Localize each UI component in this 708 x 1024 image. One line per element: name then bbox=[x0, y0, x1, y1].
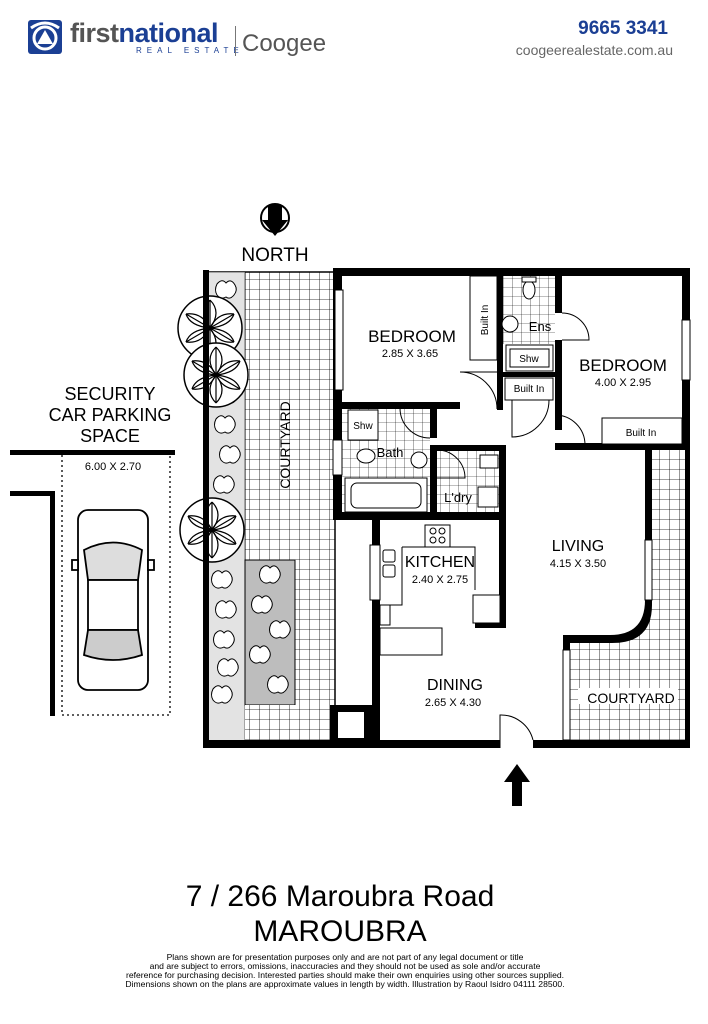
entrance-arrow-icon bbox=[504, 764, 530, 806]
bedroom2-label: BEDROOM bbox=[579, 356, 667, 375]
brand-name: firstnational bbox=[70, 18, 219, 48]
left-courtyard: COURTYARD bbox=[177, 270, 336, 748]
svg-text:CAR PARKING: CAR PARKING bbox=[49, 405, 172, 425]
builtin-bed1-label: Built In bbox=[480, 305, 491, 336]
bedroom2-dims: 4.00 X 2.95 bbox=[595, 377, 651, 389]
courtyard-right-label: COURTYARD bbox=[587, 690, 674, 706]
brand-logo-icon bbox=[28, 20, 62, 54]
address-suburb: MAROUBRA bbox=[253, 915, 427, 948]
builtin-hall-label: Built In bbox=[514, 384, 545, 395]
bedroom1-dims: 2.85 X 3.65 bbox=[382, 348, 438, 360]
bedroom1-label: BEDROOM bbox=[368, 327, 456, 346]
right-courtyard: COURTYARD bbox=[565, 450, 690, 742]
laundry-label: L'dry bbox=[444, 490, 472, 505]
brand-subtitle: REAL ESTATE bbox=[136, 46, 244, 55]
walls bbox=[203, 268, 690, 748]
doors bbox=[399, 312, 590, 748]
disclaimer-line: reference for purchasing decision. Inter… bbox=[125, 970, 565, 980]
svg-text:SECURITY: SECURITY bbox=[64, 384, 155, 404]
living-dims: 4.15 X 3.50 bbox=[550, 558, 606, 570]
disclaimer-line: Dimensions shown on the plans are approx… bbox=[125, 979, 565, 989]
courtyard-left-label: COURTYARD bbox=[277, 401, 293, 488]
kitchen-dims: 2.40 X 2.75 bbox=[412, 574, 468, 586]
builtin-bed2-label: Built In bbox=[626, 428, 657, 439]
kitchen-label: KITCHEN bbox=[405, 554, 475, 571]
office-name: Coogee bbox=[242, 30, 327, 57]
website: coogeerealestate.com.au bbox=[515, 42, 673, 58]
windows bbox=[332, 289, 691, 741]
brand-divider bbox=[235, 26, 236, 56]
ens-shower-label: Shw bbox=[519, 354, 539, 365]
svg-text:6.00 X 2.70: 6.00 X 2.70 bbox=[85, 461, 141, 473]
ensuite-label: Ens bbox=[529, 319, 552, 334]
bath-shower-label: Shw bbox=[353, 421, 373, 432]
north-compass-icon bbox=[260, 203, 290, 236]
car-parking-space: SECURITY CAR PARKING SPACE 6.00 X 2.70 bbox=[10, 384, 175, 716]
north-label: NORTH bbox=[241, 245, 308, 266]
living-label: LIVING bbox=[552, 538, 604, 555]
address-street: 7 / 266 Maroubra Road bbox=[185, 880, 495, 913]
disclaimer-line: and are subject to errors, omissions, in… bbox=[149, 961, 541, 971]
bath-label: Bath bbox=[377, 445, 404, 460]
disclaimer-line: Plans shown are for presentation purpose… bbox=[166, 952, 524, 962]
dining-label: DINING bbox=[427, 677, 483, 694]
phone-number: 9665 3341 bbox=[578, 18, 668, 39]
dining-dims: 2.65 X 4.30 bbox=[425, 697, 481, 709]
car-icon bbox=[71, 509, 155, 691]
svg-text:SPACE: SPACE bbox=[80, 426, 140, 446]
disclaimer: Plans shown are for presentation purpose… bbox=[100, 953, 590, 989]
